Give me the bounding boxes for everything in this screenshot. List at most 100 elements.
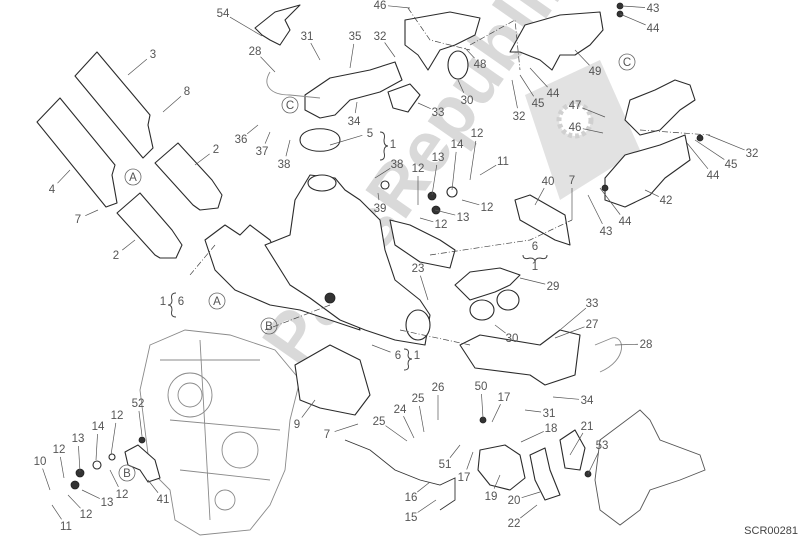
clamp-5 <box>299 128 341 152</box>
callout-label: 34 <box>581 395 594 407</box>
callout-label: 30 <box>506 333 519 345</box>
callout-label: 13 <box>432 152 445 164</box>
leader-line <box>162 96 182 113</box>
reference-marker-label: A <box>213 296 221 308</box>
callout-label: 7 <box>75 214 81 226</box>
callout-label: 22 <box>508 518 521 530</box>
bracket-plate <box>389 219 456 269</box>
footpeg-bracket <box>594 409 706 526</box>
callout-label: 44 <box>707 170 720 182</box>
bracket-20 <box>529 447 561 501</box>
callout-label: 6 <box>532 241 538 253</box>
callout-label: 13 <box>457 212 470 224</box>
leader-line <box>371 344 391 353</box>
callout-label: 48 <box>474 59 487 71</box>
leader-line <box>621 5 646 8</box>
leader-line <box>81 489 100 499</box>
callout-label: 47 <box>569 100 582 112</box>
leader-line <box>457 79 465 93</box>
callout-label: 36 <box>235 134 248 146</box>
lambda-sensor-28-bottom <box>594 337 623 373</box>
tank-inlet <box>307 174 337 192</box>
reference-marker-label: C <box>286 100 294 112</box>
leader-line <box>491 404 501 423</box>
clamp-30-top <box>447 50 469 80</box>
leader-line <box>384 42 396 58</box>
callout-label: 44 <box>619 216 632 228</box>
callout-label: 5 <box>367 128 373 140</box>
callout-label: 19 <box>485 491 498 503</box>
callout-label: 37 <box>256 146 269 158</box>
leader-line <box>469 140 477 181</box>
callout-label: 33 <box>586 298 599 310</box>
leader-line <box>587 194 603 225</box>
leader-line <box>420 275 429 301</box>
callout-label: 28 <box>640 339 653 351</box>
callout-label: 10 <box>34 456 47 468</box>
heat-shield-48 <box>404 11 481 71</box>
callout-label: 6 <box>178 296 184 308</box>
reference-marker-label: B <box>123 468 131 480</box>
leader-line <box>67 494 81 509</box>
heat-shield-42 <box>604 134 691 208</box>
callout-label: 40 <box>542 176 555 188</box>
leader-line <box>481 393 484 419</box>
gasket-33 <box>387 83 421 113</box>
callout-label: 31 <box>301 31 314 43</box>
leader-line <box>559 307 587 331</box>
callout-label: 18 <box>545 423 558 435</box>
callout-label: 50 <box>475 381 488 393</box>
drawing-code: SCR00281 <box>744 525 798 537</box>
reference-marker-circle <box>118 464 136 482</box>
leader-line <box>582 107 606 118</box>
callout-label: 6 <box>395 350 401 362</box>
callout-label: 25 <box>373 416 386 428</box>
callout-label: 32 <box>374 31 387 43</box>
leader-line <box>552 396 580 400</box>
leader-line <box>494 324 506 334</box>
callout-label: 12 <box>53 444 66 456</box>
callout-label: 24 <box>394 404 407 416</box>
leader-line <box>95 433 98 461</box>
callout-label: 1 <box>414 350 420 362</box>
leader-line <box>127 58 148 76</box>
leader-line <box>109 469 119 488</box>
callout-label: 33 <box>432 107 445 119</box>
leader-line <box>138 410 143 437</box>
callout-label: 17 <box>498 392 511 404</box>
leader-line <box>417 481 431 493</box>
leader-line <box>194 153 210 166</box>
callout-label: 44 <box>547 88 560 100</box>
heat-shield-9 <box>294 344 371 416</box>
callout-label: 8 <box>184 86 190 98</box>
reference-marker-label: B <box>265 321 273 333</box>
exhaust-link-pipe <box>459 329 581 386</box>
leader-line <box>122 239 136 251</box>
callout-label: 32 <box>513 111 526 123</box>
leader-line <box>519 277 546 285</box>
assembly-dash-lines <box>189 7 711 346</box>
leader-line <box>419 217 434 223</box>
callout-label: 34 <box>348 116 361 128</box>
leader-line <box>419 405 425 433</box>
leader-line <box>449 444 461 458</box>
leader-line <box>147 479 159 493</box>
leader-line <box>614 343 639 346</box>
callout-label: 12 <box>435 219 448 231</box>
callout-label: 45 <box>725 159 738 171</box>
callout-label: 53 <box>596 440 609 452</box>
reference-marker-label: C <box>623 57 631 69</box>
callout-label: 35 <box>349 31 362 43</box>
callout-label: 30 <box>461 95 474 107</box>
callout-label: 39 <box>374 203 387 215</box>
leader-line <box>329 134 363 146</box>
callout-label: 45 <box>532 98 545 110</box>
callout-label: 14 <box>451 139 464 151</box>
assembly-braces <box>167 131 548 371</box>
leader-line <box>374 167 391 179</box>
leader-line <box>599 187 621 215</box>
callout-label: 43 <box>600 226 613 238</box>
leader-line <box>707 134 745 151</box>
callout-label: 1 <box>160 296 166 308</box>
leader-line <box>60 456 65 479</box>
